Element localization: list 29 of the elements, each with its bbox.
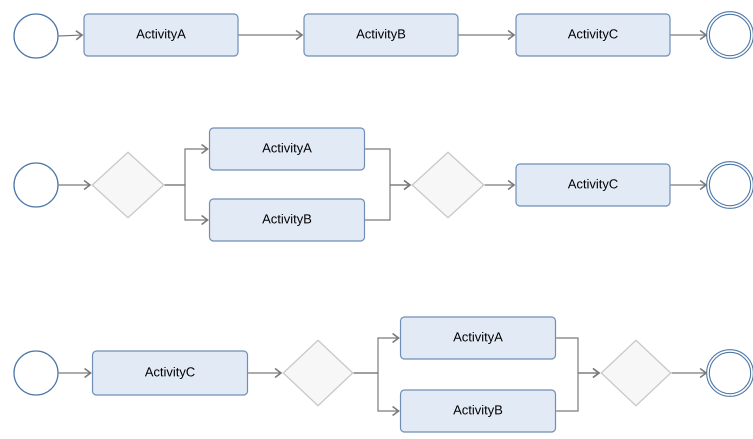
- arrow: [58, 368, 92, 378]
- arrow: [556, 368, 600, 412]
- arrow: [354, 372, 400, 416]
- arrow: [484, 180, 516, 190]
- arrow: [672, 368, 708, 378]
- end-circle: [706, 349, 753, 397]
- activity-box: ActivityB: [400, 389, 556, 433]
- end-circle: [706, 161, 753, 209]
- end-circle: [706, 11, 753, 59]
- activity-box: ActivityC: [515, 13, 671, 57]
- activity-box: ActivityB: [303, 13, 459, 57]
- start-circle: [13, 350, 59, 396]
- arrow: [248, 368, 282, 378]
- activity-box: ActivityC: [92, 350, 248, 396]
- arrow: [164, 184, 209, 226]
- arrow: [238, 30, 304, 40]
- activity-box: ActivityB: [208, 198, 366, 242]
- arrow: [670, 30, 708, 40]
- activity-box: ActivityA: [400, 316, 556, 360]
- start-circle: [13, 13, 59, 59]
- arrow: [58, 30, 84, 40]
- activity-box: ActivityA: [208, 127, 366, 171]
- activity-box: ActivityC: [515, 163, 671, 207]
- arrow: [670, 180, 708, 190]
- arrow: [365, 180, 412, 221]
- arrow: [58, 180, 92, 190]
- arrow: [458, 30, 516, 40]
- activity-box: ActivityA: [83, 13, 239, 57]
- start-circle: [13, 162, 59, 208]
